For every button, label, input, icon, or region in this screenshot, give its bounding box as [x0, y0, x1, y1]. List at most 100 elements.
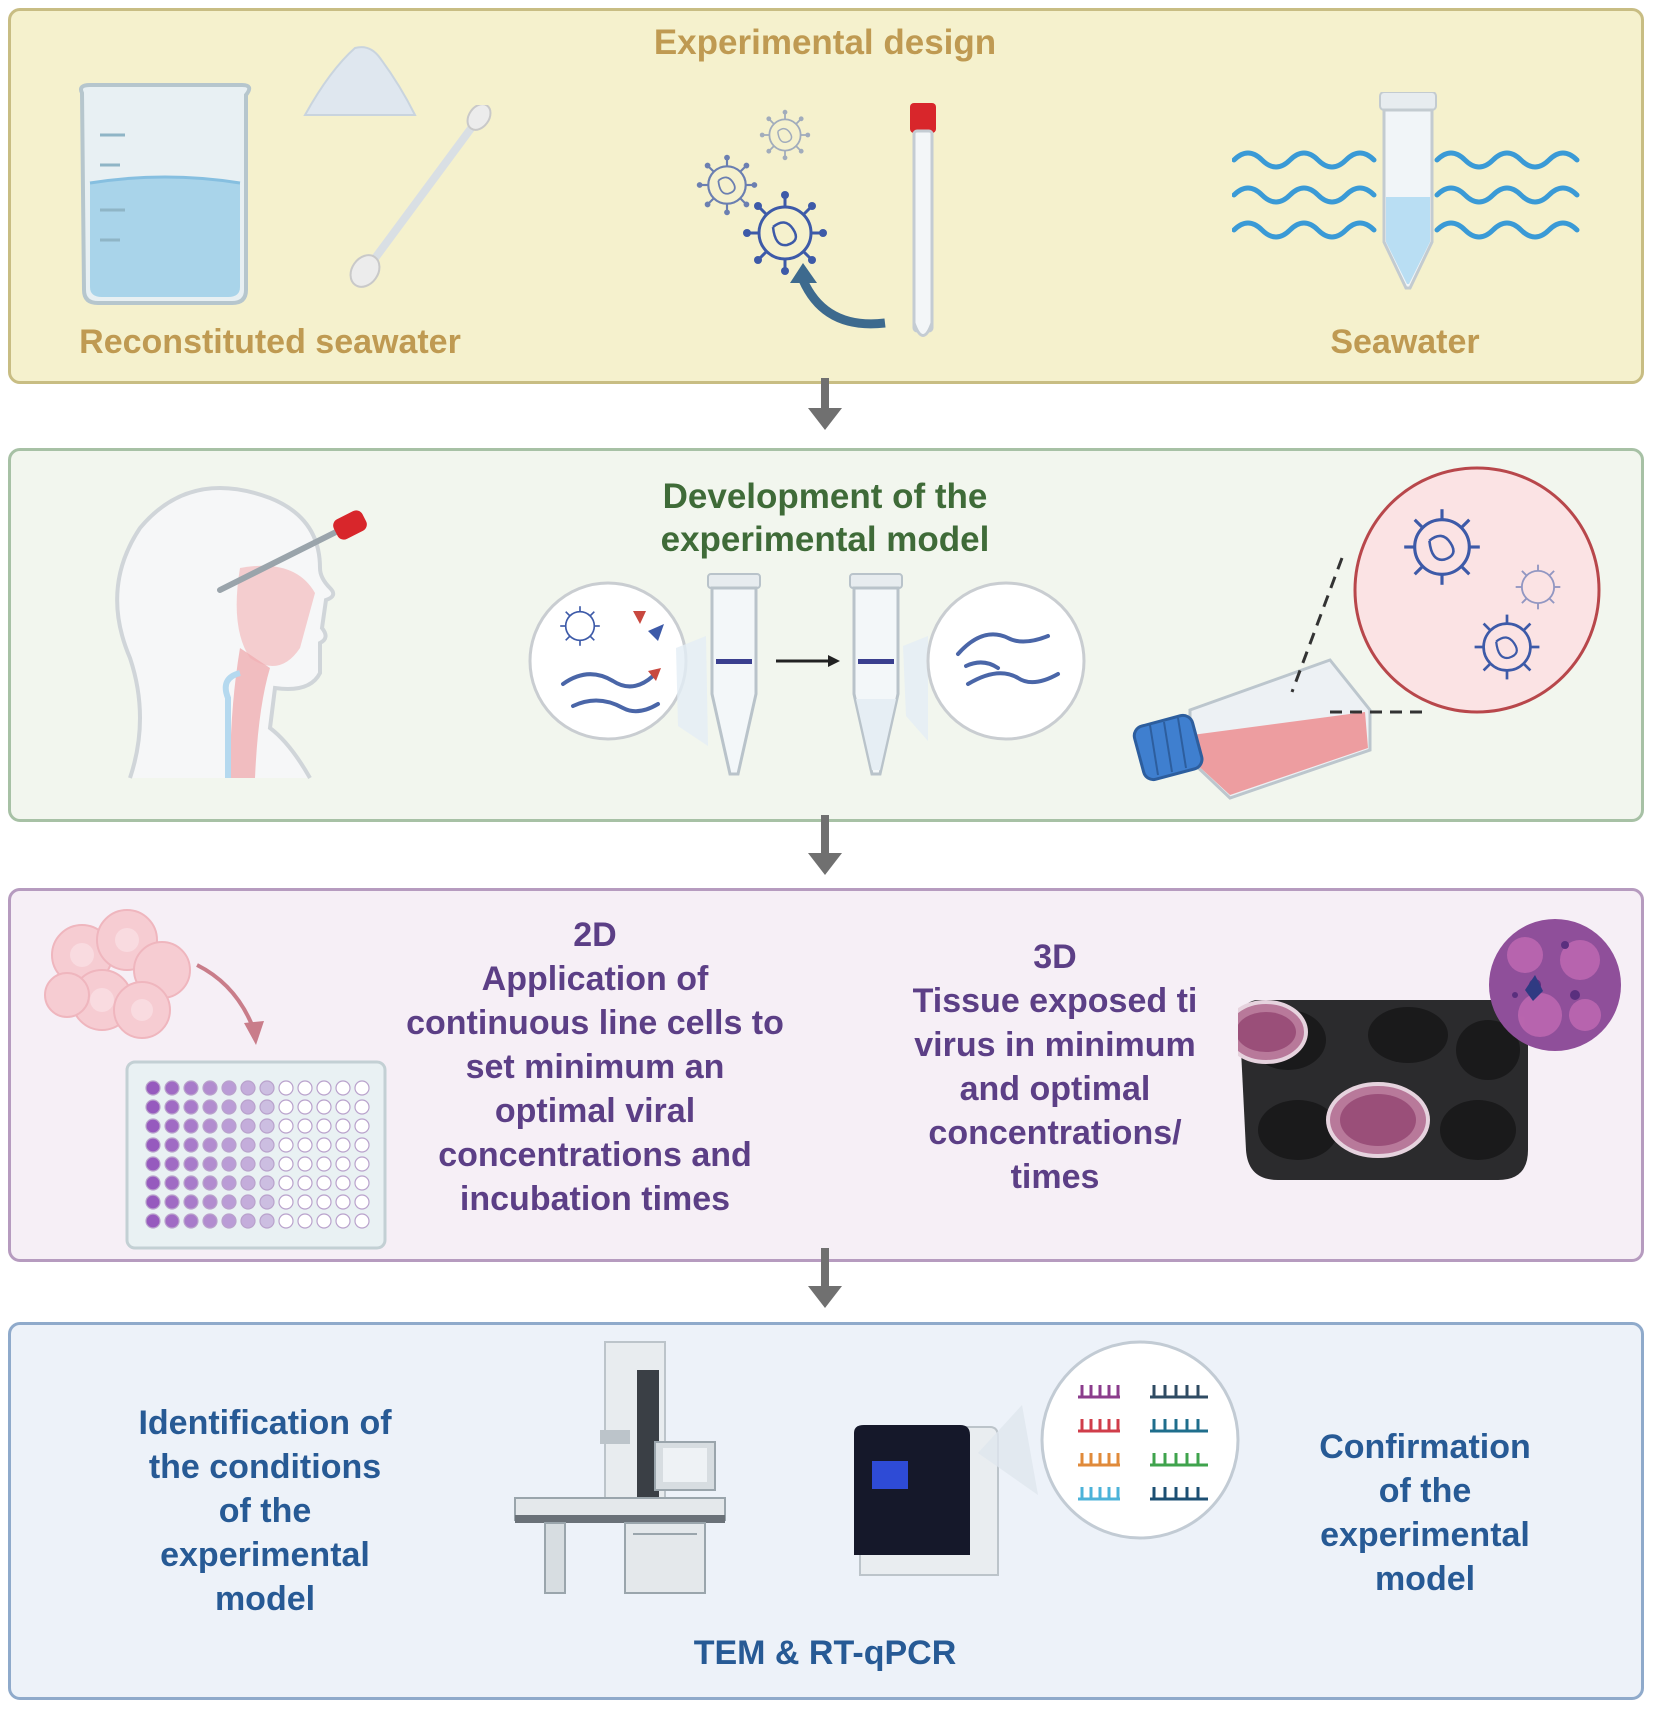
well: [183, 1137, 199, 1153]
well: [145, 1175, 161, 1191]
well: [183, 1099, 199, 1115]
well: [145, 1156, 161, 1172]
well: [297, 1137, 313, 1153]
well: [297, 1175, 313, 1191]
tissue-culture-plate-icon: [1238, 990, 1538, 1190]
well: [335, 1080, 351, 1096]
confirmation-line: experimental: [1320, 1516, 1530, 1554]
well: [278, 1080, 294, 1096]
well: [183, 1175, 199, 1191]
well: [335, 1156, 351, 1172]
waves-icon: [1232, 140, 1582, 250]
well: [145, 1213, 161, 1229]
well: [164, 1099, 180, 1115]
identification-label: Identification of the conditions of the …: [105, 1401, 425, 1621]
pcr-machine-icon: [850, 1425, 1000, 1585]
well: [240, 1194, 256, 1210]
electron-microscope-icon: [505, 1330, 735, 1600]
experimental-design-panel: [8, 8, 1644, 384]
well: [297, 1099, 313, 1115]
well: [297, 1213, 313, 1229]
well: [221, 1080, 237, 1096]
well: [202, 1213, 218, 1229]
swab-icon: [345, 105, 495, 290]
well: [164, 1137, 180, 1153]
identification-line: of the: [218, 1492, 312, 1530]
rna-extraction-icon: [528, 566, 1088, 791]
confirmation-line: model: [1374, 1560, 1476, 1598]
well: [145, 1099, 161, 1115]
well: [183, 1118, 199, 1134]
well: [278, 1213, 294, 1229]
well: [221, 1099, 237, 1115]
well: [297, 1080, 313, 1096]
cell-culture-flask-icon: [1130, 650, 1390, 800]
application-2d-label: 2D Application of continuous line cells …: [365, 913, 825, 1221]
identification-line: the conditions: [148, 1448, 382, 1486]
well: [259, 1118, 275, 1134]
well: [316, 1194, 332, 1210]
well: [316, 1213, 332, 1229]
well: [145, 1118, 161, 1134]
well: [183, 1194, 199, 1210]
well: [316, 1099, 332, 1115]
well: [221, 1118, 237, 1134]
sample-tube-icon: [905, 103, 941, 348]
label-3d-line: 3D: [1033, 938, 1077, 976]
well: [240, 1175, 256, 1191]
well: [183, 1080, 199, 1096]
conical-tube-icon: [1378, 92, 1438, 292]
well: [354, 1137, 370, 1153]
well: [240, 1118, 256, 1134]
virus-icon: [695, 105, 905, 345]
well: [278, 1194, 294, 1210]
well: [202, 1175, 218, 1191]
well: [278, 1118, 294, 1134]
well: [221, 1194, 237, 1210]
label-2d-line: set minimum an: [465, 1048, 725, 1086]
label-3d-line: and optimal: [959, 1070, 1151, 1108]
well: [240, 1156, 256, 1172]
confirmation-line: of the: [1378, 1472, 1472, 1510]
well: [297, 1194, 313, 1210]
well: [297, 1156, 313, 1172]
label-2d-line: continuous line cells to: [406, 1004, 784, 1042]
well: [354, 1118, 370, 1134]
experimental-model-title: Development of the experimental model: [600, 476, 1050, 561]
well: [316, 1156, 332, 1172]
well: [354, 1080, 370, 1096]
well: [202, 1156, 218, 1172]
well: [221, 1156, 237, 1172]
well: [278, 1137, 294, 1153]
well: [316, 1118, 332, 1134]
well: [316, 1175, 332, 1191]
well: [240, 1080, 256, 1096]
well: [183, 1213, 199, 1229]
powder-pile-icon: [300, 40, 420, 120]
well: [354, 1156, 370, 1172]
well: [335, 1099, 351, 1115]
well: [259, 1137, 275, 1153]
label-2d-line: optimal viral: [494, 1092, 696, 1130]
well: [335, 1118, 351, 1134]
well: [164, 1175, 180, 1191]
well: [164, 1194, 180, 1210]
experimental-model-title-line1: Development of the: [662, 477, 988, 516]
well: [278, 1175, 294, 1191]
well: [259, 1099, 275, 1115]
well: [145, 1080, 161, 1096]
label-2d-line: incubation times: [459, 1180, 731, 1218]
well: [354, 1099, 370, 1115]
virus-zoom-icon: [1262, 462, 1612, 752]
identification-line: model: [214, 1580, 316, 1618]
well: [316, 1137, 332, 1153]
nasal-swab-icon: [210, 510, 370, 600]
well: [145, 1137, 161, 1153]
well: [221, 1213, 237, 1229]
well-plate-icon: [125, 1060, 387, 1250]
well: [202, 1194, 218, 1210]
experimental-design-title: Experimental design: [653, 23, 997, 62]
well: [259, 1194, 275, 1210]
well: [335, 1175, 351, 1191]
well: [202, 1118, 218, 1134]
